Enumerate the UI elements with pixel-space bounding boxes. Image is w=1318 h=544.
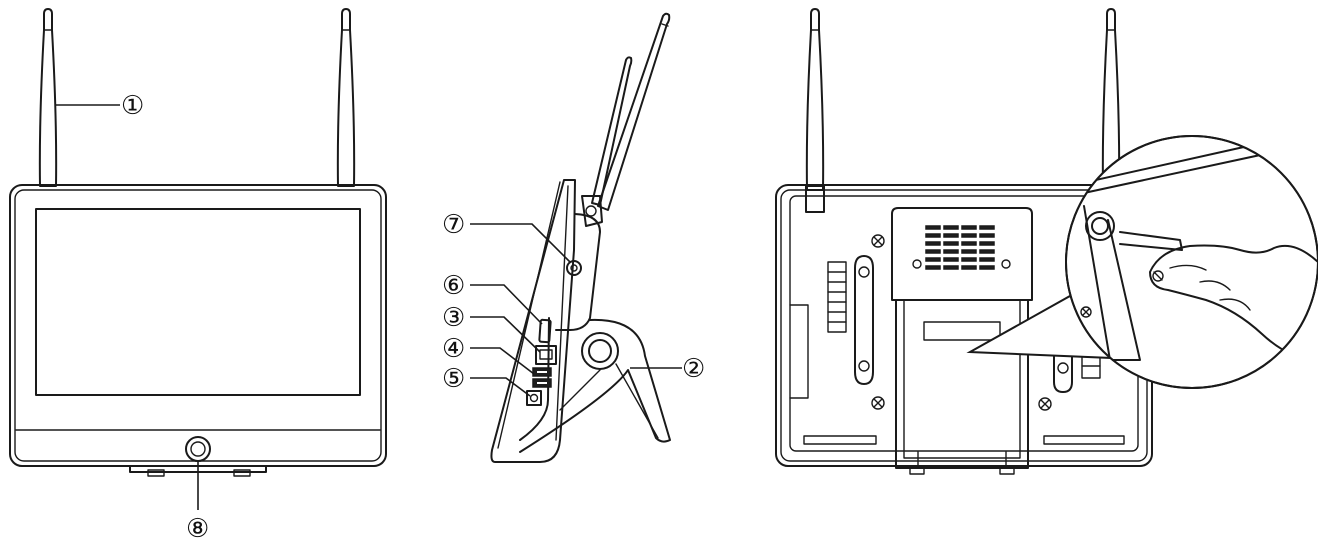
rear-view bbox=[775, 8, 1318, 475]
callout-5: ⑤ bbox=[442, 364, 465, 394]
dc-port bbox=[526, 390, 542, 406]
leader-6 bbox=[470, 284, 543, 325]
side-view bbox=[490, 12, 671, 463]
rear-stand bbox=[895, 299, 1029, 475]
side-antenna-front bbox=[597, 12, 671, 211]
side-stand bbox=[519, 318, 671, 453]
hdmi-port bbox=[538, 318, 552, 344]
callout-2: ② bbox=[682, 354, 705, 384]
leader-3 bbox=[470, 316, 541, 353]
side-antenna-rear bbox=[591, 56, 633, 206]
rear-side-vents-left bbox=[827, 261, 847, 333]
callout-1: ① bbox=[121, 91, 144, 121]
front-antenna-left bbox=[38, 8, 58, 187]
rear-keyhole-left bbox=[854, 255, 874, 385]
callout-labels: ① ② ③ ④ ⑤ ⑥ ⑦ ⑧ bbox=[121, 91, 705, 544]
callout-3: ③ bbox=[442, 303, 465, 333]
front-monitor-body bbox=[9, 184, 387, 467]
leader-4 bbox=[470, 347, 535, 375]
rear-antenna-left bbox=[805, 8, 825, 213]
lan-port bbox=[535, 345, 557, 365]
rear-center-panel bbox=[891, 207, 1033, 301]
front-view bbox=[9, 8, 387, 477]
rear-bottom-vents-right bbox=[1043, 435, 1125, 445]
front-antenna-right bbox=[336, 8, 356, 187]
side-rear-housing bbox=[555, 213, 601, 331]
detail-magnifier bbox=[1065, 135, 1318, 389]
rear-antenna-right bbox=[1101, 8, 1121, 191]
rear-bottom-vents-left bbox=[803, 435, 877, 445]
callout-8: ⑧ bbox=[186, 514, 209, 544]
callout-6: ⑥ bbox=[442, 271, 465, 301]
side-monitor-slab bbox=[490, 179, 576, 463]
leader-lines bbox=[56, 104, 682, 510]
power-button-icon bbox=[185, 436, 211, 462]
usb-ports bbox=[532, 367, 552, 388]
side-small-button bbox=[566, 260, 582, 276]
leader-5 bbox=[470, 377, 531, 397]
rear-screw-icons bbox=[871, 234, 1052, 411]
callout-7: ⑦ bbox=[442, 210, 465, 240]
front-screen bbox=[35, 208, 361, 396]
leader-7 bbox=[470, 223, 571, 263]
callout-4: ④ bbox=[442, 334, 465, 364]
